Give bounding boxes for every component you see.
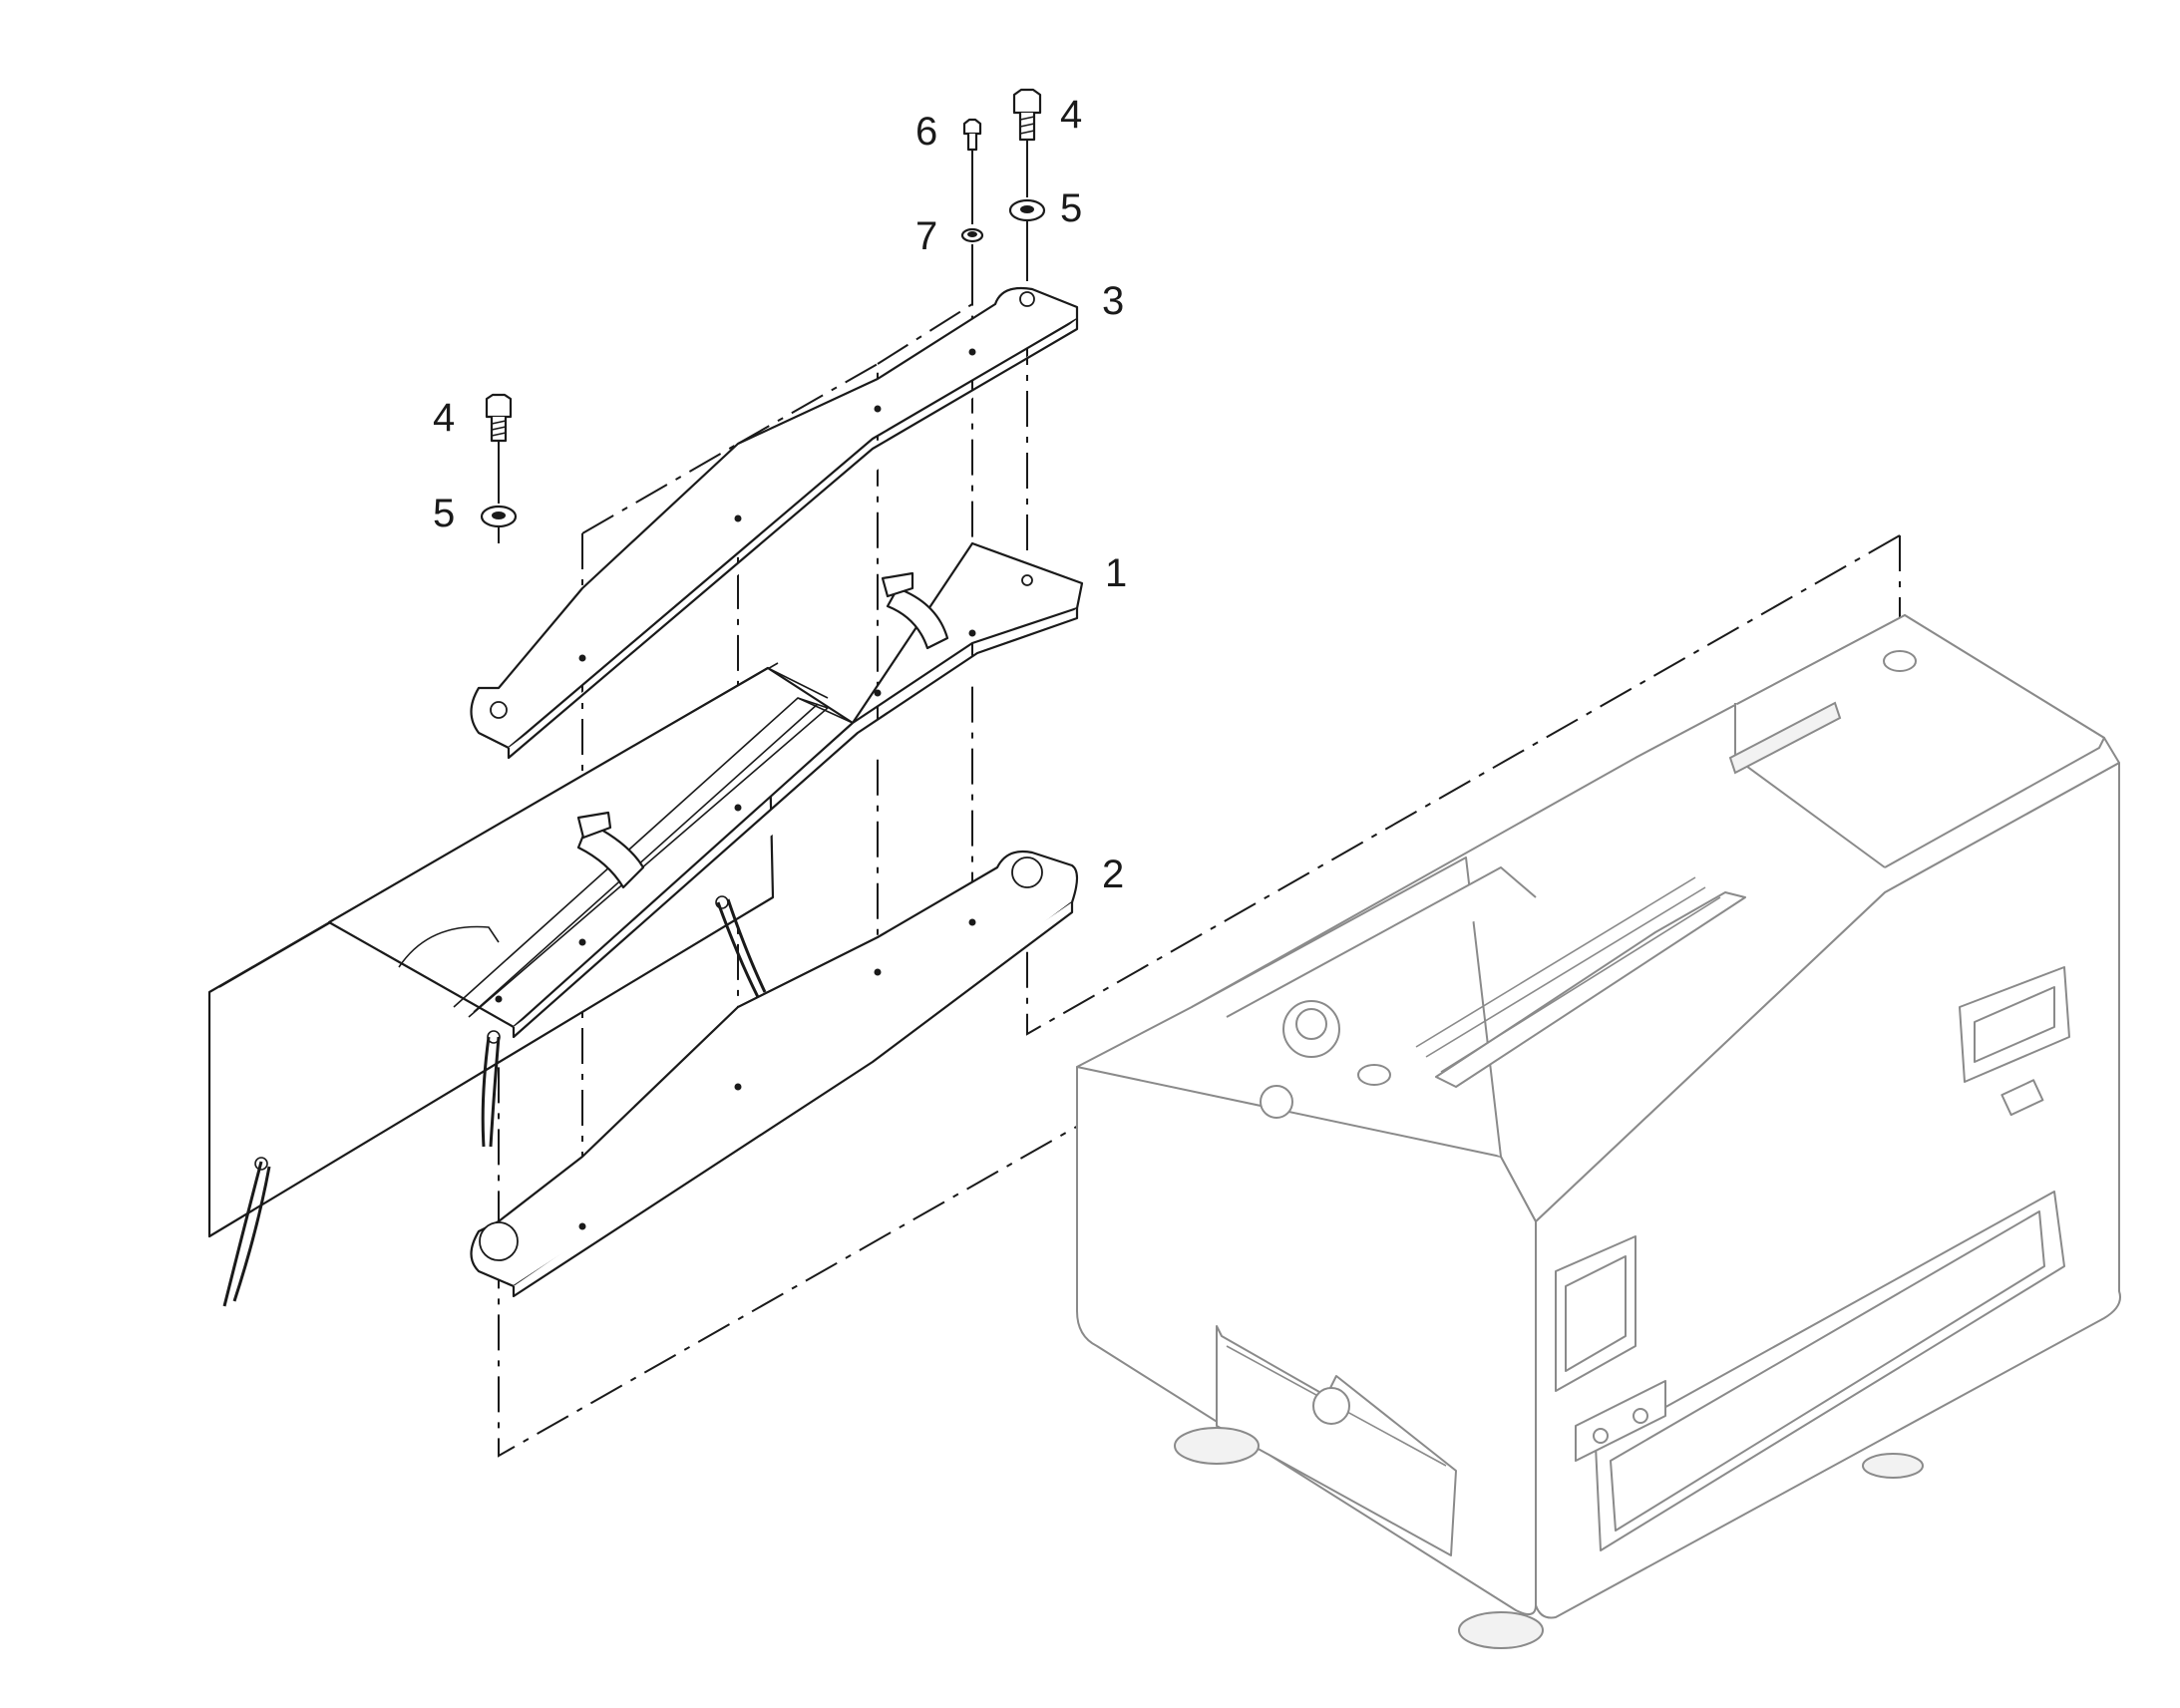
part-6-screw xyxy=(962,118,982,152)
cabinet-foot-front-left xyxy=(1174,1427,1260,1465)
part-2-lower-rail xyxy=(470,850,1079,1298)
part-4-bolt-right xyxy=(1012,88,1042,142)
callout-1: 1 xyxy=(1105,551,1127,595)
callout-5-left: 5 xyxy=(433,492,455,535)
callout-5-top: 5 xyxy=(1060,186,1082,230)
callout-2: 2 xyxy=(1102,853,1124,896)
callout-7: 7 xyxy=(915,214,937,258)
cabinet-housing xyxy=(1076,614,2121,1649)
bungee-cord-middle xyxy=(481,1036,501,1148)
part-1-tray xyxy=(207,541,1084,1307)
callout-3: 3 xyxy=(1102,279,1124,323)
mounting-boss-rear xyxy=(1883,650,1917,672)
bungee-cord-right xyxy=(716,898,767,998)
callout-4-left: 4 xyxy=(433,396,455,440)
part-7-washer xyxy=(960,227,984,243)
callout-labels: 6 4 5 7 3 4 5 1 2 xyxy=(433,93,1127,896)
part-5-washer-right xyxy=(1008,198,1046,222)
cabinet-top-slot xyxy=(1728,701,1842,775)
part-5-washer-left xyxy=(480,505,518,528)
bungee-cord-left xyxy=(222,1161,271,1307)
fastener-lead-lines xyxy=(498,140,1028,543)
mounting-boss-front xyxy=(1357,1064,1391,1086)
part-3-upper-rail xyxy=(470,286,1079,760)
part-4-bolt-left xyxy=(485,393,513,443)
callout-4-top: 4 xyxy=(1060,93,1082,137)
callout-6: 6 xyxy=(915,110,937,154)
cabinet-foot-front-right xyxy=(1458,1611,1544,1649)
